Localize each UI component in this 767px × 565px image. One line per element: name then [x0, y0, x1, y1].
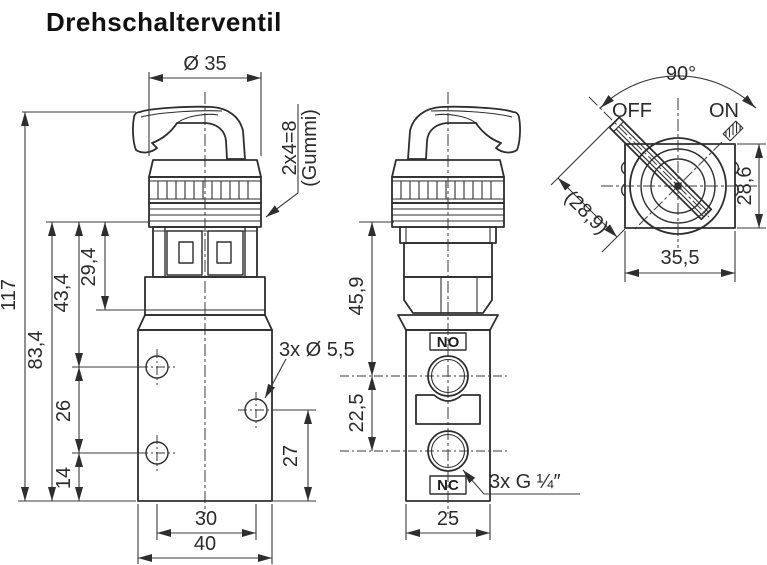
dim-body-width: 40 [194, 533, 216, 555]
mounting-hole-bottom-left [139, 435, 175, 471]
override-slot [415, 394, 481, 425]
rubber-leader [265, 104, 299, 218]
front-dimension-lines [21, 74, 312, 562]
dim-collar-height: 29,4 [78, 248, 100, 287]
label-rubber-1: 2x4=8 [279, 120, 301, 175]
label-no: NO [437, 334, 460, 351]
mounting-hole-top-left [139, 349, 175, 385]
angle-arc [599, 75, 757, 109]
lever-reach-dimension [550, 125, 626, 253]
page-title: Drehschalterventil [46, 7, 282, 37]
lever-pivot [674, 182, 682, 190]
dim-body-height: 83,4 [25, 331, 47, 370]
dim-hole-spacing-v: 26 [53, 400, 75, 422]
label-mounting-holes: 3x Ø 5,5 [279, 339, 355, 361]
dim-knob-diameter: Ø 35 [183, 53, 226, 75]
no-port-box [429, 332, 467, 351]
dim-total-height: 117 [0, 279, 20, 311]
label-off: OFF [612, 100, 652, 122]
mounting-hole-right [238, 392, 274, 428]
label-nc: NC [437, 477, 459, 494]
holes-leader [264, 358, 287, 399]
dim-upper-hole: 43,4 [51, 274, 73, 313]
thread-leader [462, 469, 580, 495]
nc-port-box [429, 475, 467, 495]
front-extension-lines [18, 72, 316, 564]
detent-symbol-icon [722, 120, 744, 142]
dim-upper-port-height: 45,9 [346, 277, 368, 316]
dim-hole-spacing-h: 30 [195, 508, 217, 530]
dim-lower-hole: 14 [53, 467, 75, 489]
dim-body-depth: 25 [437, 508, 459, 530]
label-thread: 3x G ¼″ [489, 471, 561, 493]
label-on: ON [709, 100, 739, 122]
dim-right-hole: 27 [280, 445, 302, 467]
dim-square-depth: 28,6 [734, 167, 756, 206]
dim-switch-angle: 90° [666, 63, 696, 85]
dim-square-width: 35,5 [661, 247, 700, 269]
side-view: NO NC 45,9 22,5 25 3x G ¼″ [340, 92, 580, 540]
front-view: Ø 35 117 83,4 43,4 29,4 26 14 27 30 40 2… [0, 53, 355, 564]
dim-port-spacing: 22,5 [346, 394, 368, 433]
label-rubber-2: (Gummi) [299, 109, 321, 187]
